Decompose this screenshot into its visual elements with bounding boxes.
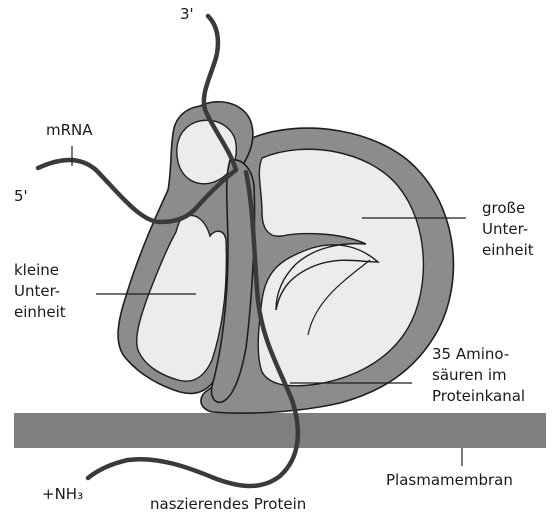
label-nascent-protein: naszierendes Protein xyxy=(150,495,307,513)
label-nh3: +NH₃ xyxy=(42,485,84,503)
label-small-subunit-line-1: kleine xyxy=(14,261,59,279)
label-channel-line-3: Proteinkanal xyxy=(432,387,526,405)
label-membrane: Plasmamembran xyxy=(386,471,513,489)
label-channel: 35 Amino- säuren im Proteinkanal xyxy=(432,344,525,407)
label-large-subunit-line-3: einheit xyxy=(482,241,534,259)
plasma-membrane xyxy=(14,413,546,448)
mrna-strand xyxy=(35,13,239,225)
label-channel-line-2: säuren im xyxy=(432,366,507,384)
label-five-prime: 5' xyxy=(14,187,28,205)
label-channel-line-1: 35 Amino- xyxy=(432,345,510,363)
label-large-subunit-line-2: Unter- xyxy=(482,220,529,238)
label-mrna: mRNA xyxy=(46,121,93,139)
label-small-subunit-line-3: einheit xyxy=(14,303,66,321)
nascent-protein-strand xyxy=(85,169,301,489)
label-small-subunit: kleine Unter- einheit xyxy=(14,260,66,323)
label-large-subunit: große Unter- einheit xyxy=(482,198,534,261)
large-subunit xyxy=(200,127,455,414)
label-large-subunit-line-1: große xyxy=(482,199,526,217)
label-three-prime: 3' xyxy=(180,5,194,23)
channel-wedge xyxy=(210,159,256,404)
small-subunit xyxy=(117,101,254,395)
label-small-subunit-line-2: Unter- xyxy=(14,282,61,300)
